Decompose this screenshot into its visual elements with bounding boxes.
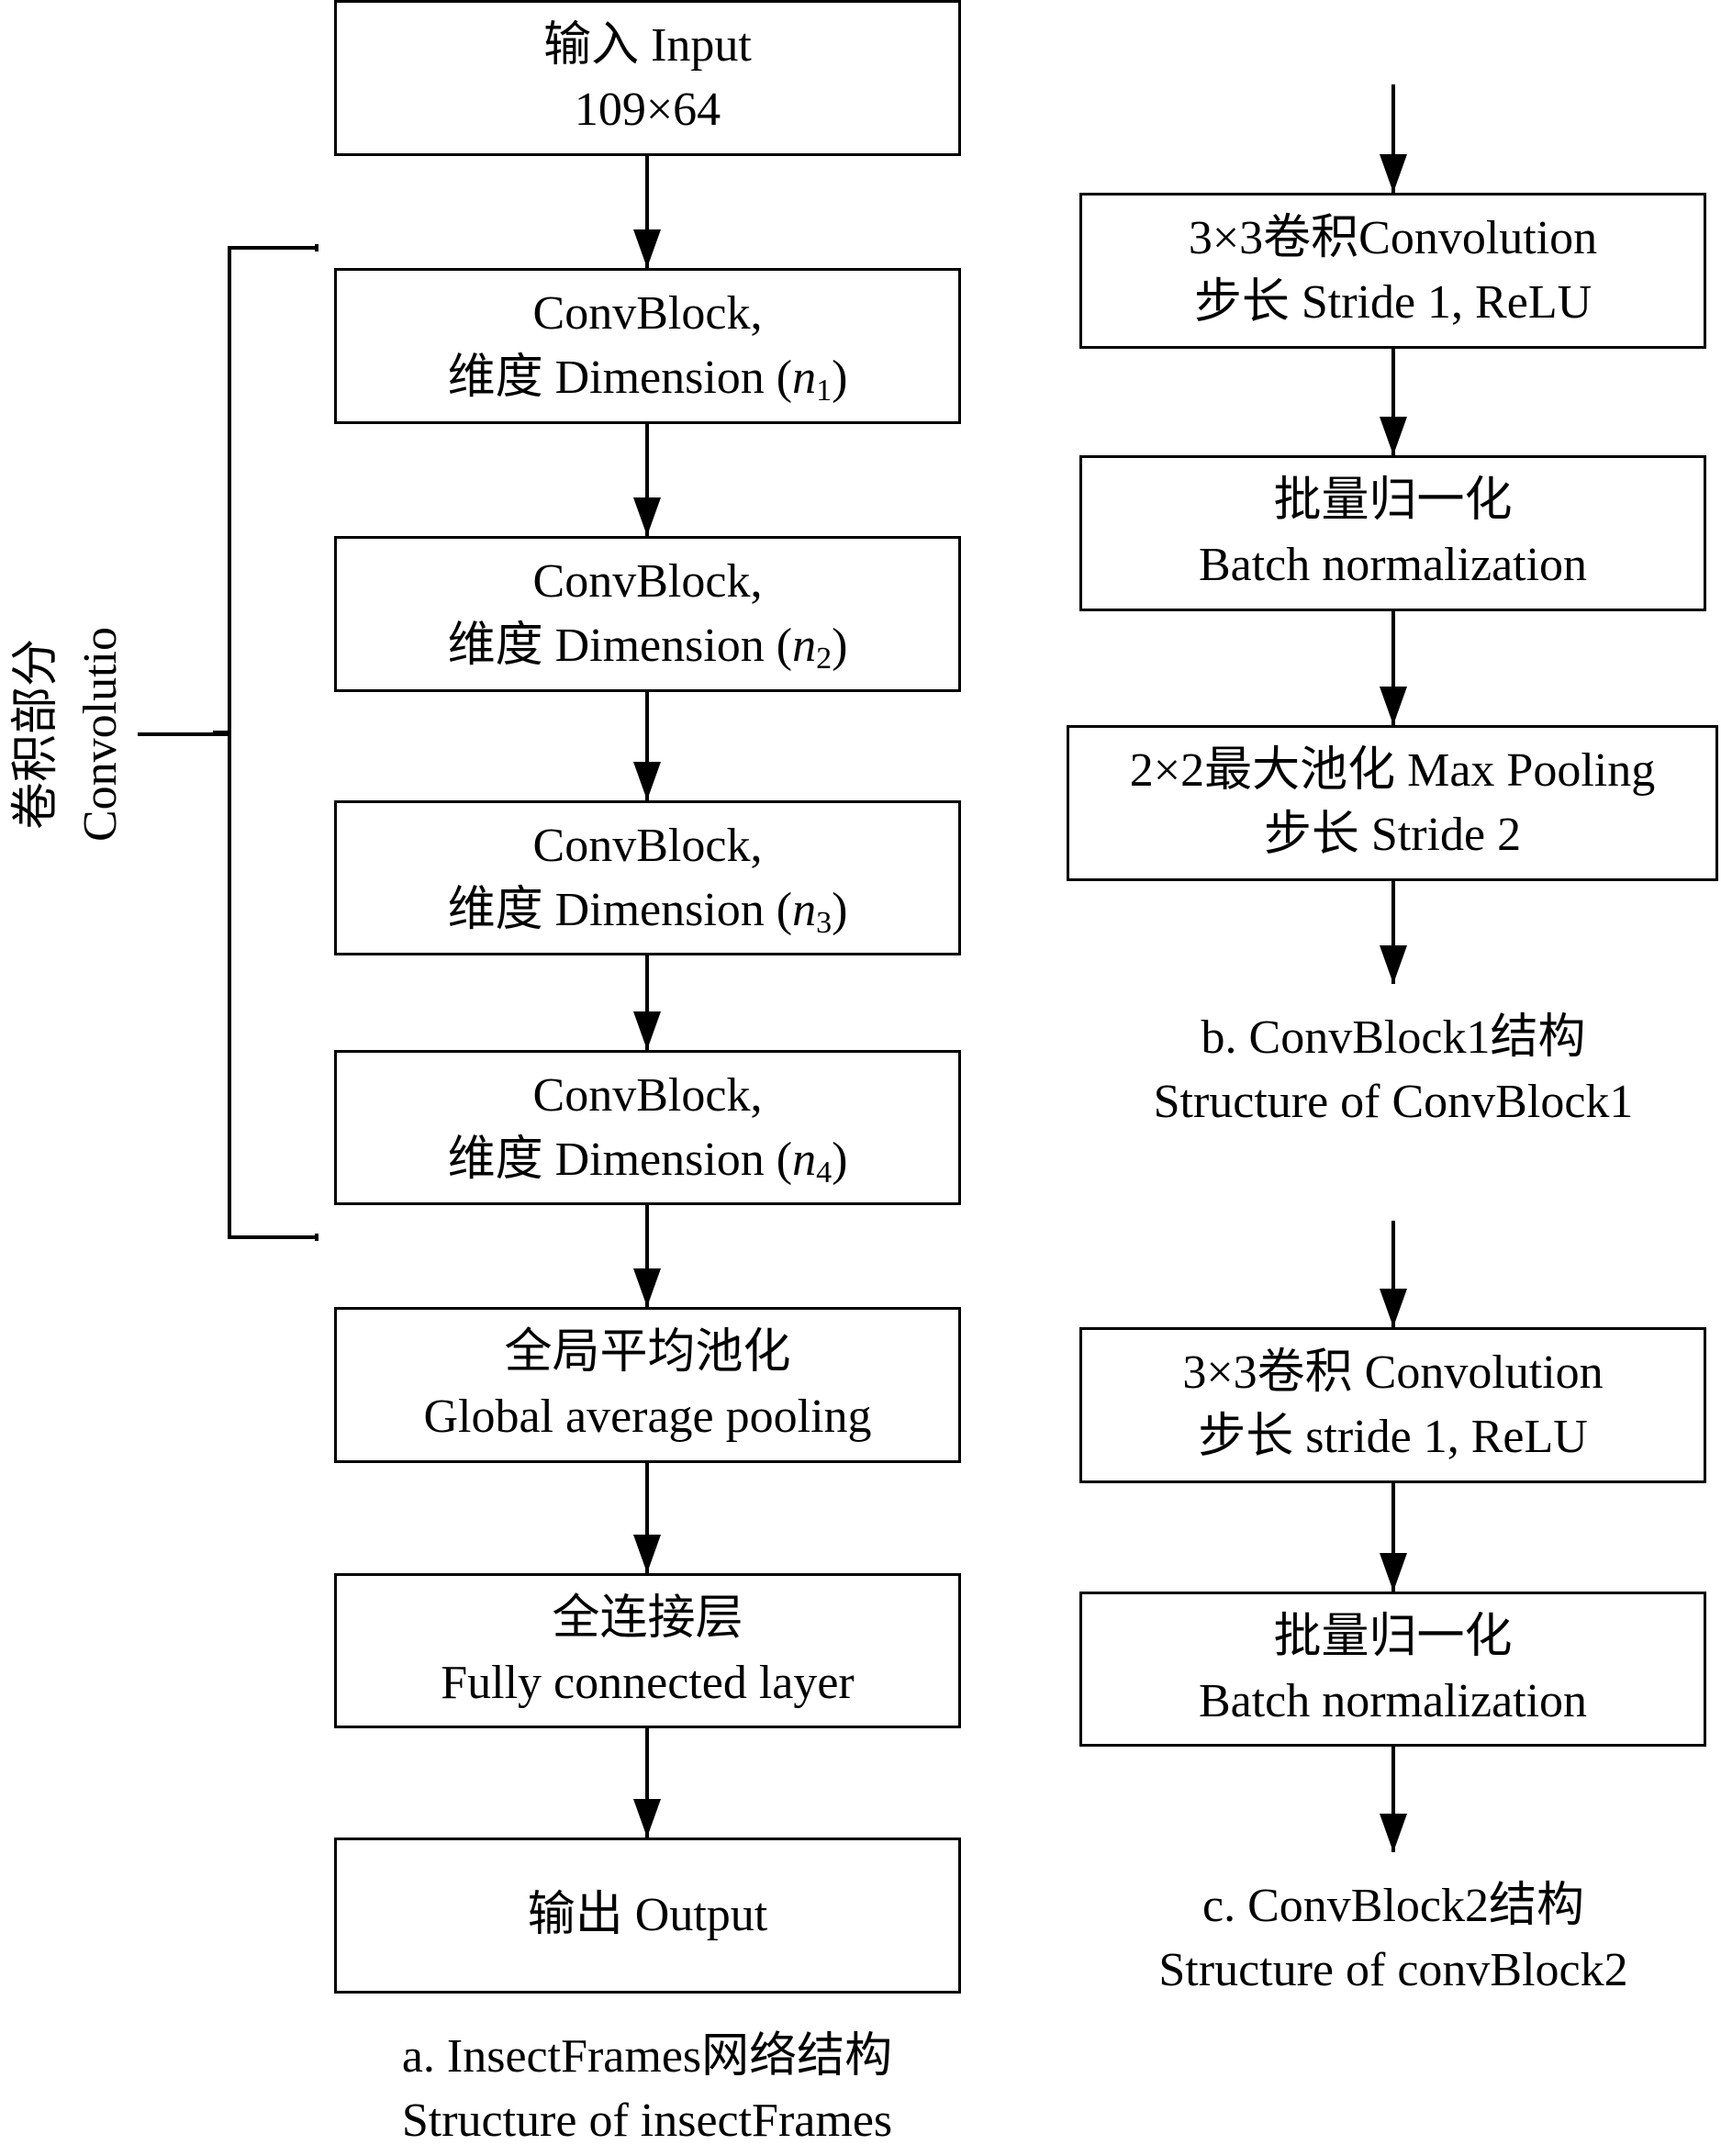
convblock-2: ConvBlock, 维度 Dimension (n2) <box>334 536 961 692</box>
fc-label-en: Fully connected layer <box>441 1656 855 1709</box>
gap-label-en: Global average pooling <box>423 1391 872 1443</box>
b-convolution-box: 3×3卷积Convolution 步长 Stride 1, ReLU <box>1079 193 1706 349</box>
convblock-2-title: ConvBlock, <box>532 555 763 608</box>
fully-connected-box: 全连接层 Fully connected layer <box>334 1573 961 1728</box>
c-bn-line2: Batch normalization <box>1198 1674 1588 1727</box>
convblock-2-dimension: 维度 Dimension (n2) <box>447 620 848 676</box>
convblock-3: ConvBlock, 维度 Dimension (n3) <box>334 800 961 955</box>
b-batch-norm-box: 批量归一化 Batch normalization <box>1079 455 1706 611</box>
caption-b: b. ConvBlock1结构 Structure of ConvBlock1 <box>1026 1006 1721 1134</box>
b-pool-line1: 2×2最大池化 Max Pooling <box>1129 744 1656 797</box>
global-average-pooling-box: 全局平均池化 Global average pooling <box>334 1307 961 1463</box>
input-size: 109×64 <box>574 84 721 136</box>
panel-a-arrows <box>633 156 661 1838</box>
convblock-1-dimension: 维度 Dimension (n1) <box>447 352 848 408</box>
caption-c: c. ConvBlock2结构 Structure of convBlock2 <box>1026 1874 1721 2003</box>
panel-b-arrows <box>1380 84 1407 984</box>
c-batch-norm-box: 批量归一化 Batch normalization <box>1079 1592 1706 1747</box>
convolution-label-en: Convolutio <box>74 626 127 843</box>
b-conv-line1: 3×3卷积Convolution <box>1188 212 1598 264</box>
input-label: 输入 Input <box>543 19 752 72</box>
input-box: 输入 Input 109×64 <box>334 0 961 156</box>
convblock-1: ConvBlock, 维度 Dimension (n1) <box>334 268 961 424</box>
caption-a-line1: a. InsectFrames网络结构 <box>401 2030 893 2083</box>
gap-label-cn: 全局平均池化 <box>504 1326 791 1379</box>
convolution-bracket <box>138 244 318 1241</box>
convblock-3-title: ConvBlock, <box>532 819 763 872</box>
b-max-pooling-box: 2×2最大池化 Max Pooling 步长 Stride 2 <box>1067 725 1718 881</box>
convblock-4-dimension: 维度 Dimension (n4) <box>447 1133 848 1190</box>
convblock-1-title: ConvBlock, <box>532 287 763 340</box>
caption-c-line1: c. ConvBlock2结构 <box>1202 1880 1584 1932</box>
c-conv-line2: 步长 stride 1, ReLU <box>1198 1411 1588 1463</box>
c-conv-line1: 3×3卷积 Convolution <box>1182 1346 1604 1399</box>
output-box: 输出 Output <box>334 1838 961 1994</box>
b-pool-line2: 步长 Stride 2 <box>1263 809 1522 861</box>
b-bn-line1: 批量归一化 <box>1273 475 1513 527</box>
panel-c-arrows <box>1380 1221 1407 1852</box>
convblock-4-title: ConvBlock, <box>532 1068 763 1122</box>
b-bn-line2: Batch normalization <box>1198 539 1588 591</box>
c-bn-line1: 批量归一化 <box>1273 1610 1513 1663</box>
caption-b-line1: b. ConvBlock1结构 <box>1201 1011 1586 1064</box>
caption-b-line2: Structure of ConvBlock1 <box>1153 1076 1634 1128</box>
convblock-3-dimension: 维度 Dimension (n3) <box>447 883 848 940</box>
caption-c-line2: Structure of convBlock2 <box>1158 1944 1628 1996</box>
output-label: 输出 Output <box>527 1889 768 1941</box>
convolution-label-cn: 卷积部分 <box>10 639 62 831</box>
caption-a-line2: Structure of insectFrames <box>401 2095 893 2147</box>
b-conv-line2: 步长 Stride 1, ReLU <box>1193 276 1592 329</box>
fc-label-cn: 全连接层 <box>552 1592 743 1645</box>
convolution-section-label: 卷积部分 Convolutio <box>5 560 133 909</box>
convblock-4: ConvBlock, 维度 Dimension (n4) <box>334 1050 961 1205</box>
caption-a: a. InsectFrames网络结构 Structure of insectF… <box>280 2025 1014 2153</box>
c-convolution-box: 3×3卷积 Convolution 步长 stride 1, ReLU <box>1079 1327 1706 1483</box>
